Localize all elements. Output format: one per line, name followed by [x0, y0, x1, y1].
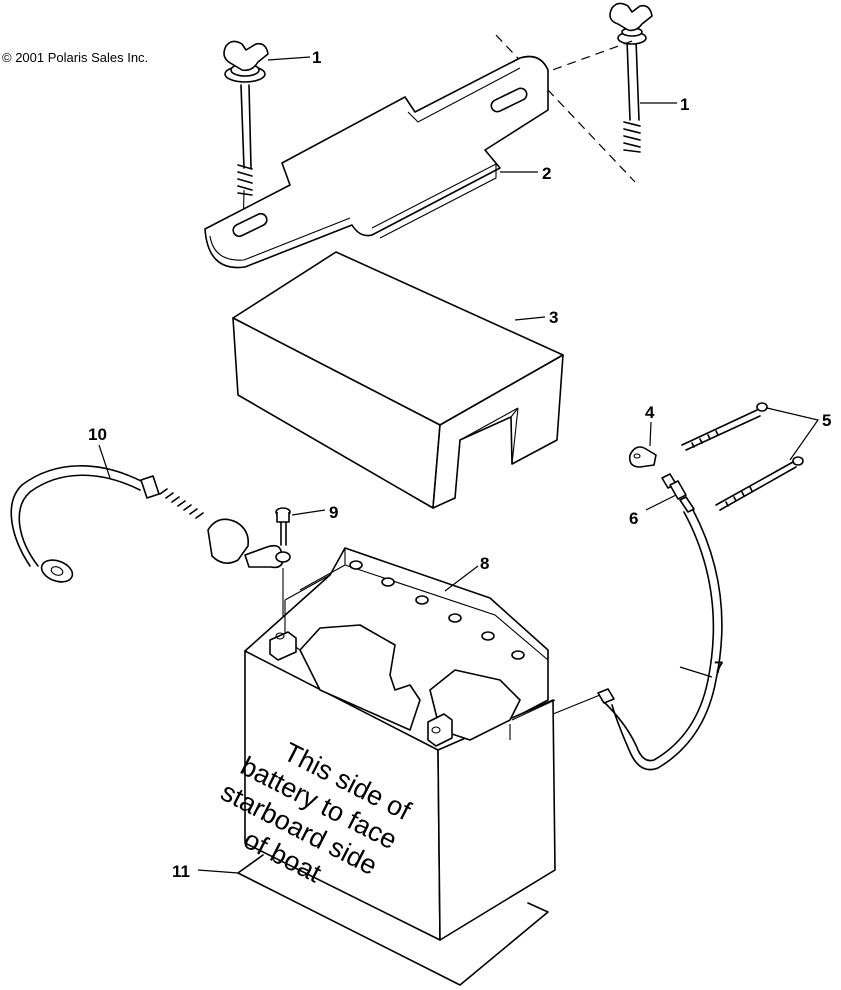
- callout-1-left: 1: [312, 48, 321, 67]
- callout-9: 9: [329, 503, 338, 522]
- battery-terminal-positive: [427, 713, 453, 747]
- part-3-battery-cover: [232, 251, 564, 509]
- callout-11: 11: [172, 862, 190, 881]
- copyright-notice: © 2001 Polaris Sales Inc.: [2, 50, 149, 65]
- part-9-terminal-bolt: [275, 507, 326, 628]
- part-1-wing-bolt-left: [223, 40, 311, 236]
- part-8-battery: This side of battery to face starboard s…: [216, 547, 556, 941]
- callout-10: 10: [88, 425, 107, 444]
- callout-4: 4: [645, 403, 655, 422]
- part-6-vent-fitting: [645, 473, 695, 513]
- part-10-battery-cable: [10, 444, 291, 583]
- callout-3: 3: [549, 308, 558, 327]
- part-5-cable-ties: [681, 402, 819, 511]
- callout-6: 6: [629, 509, 638, 528]
- callout-2: 2: [542, 164, 551, 183]
- callout-5: 5: [822, 411, 831, 430]
- part-7-vent-tube: [552, 509, 723, 771]
- part-11-battery-pad: [197, 854, 549, 986]
- part-4-vent-elbow: [628, 421, 657, 468]
- callout-7: 7: [714, 658, 723, 677]
- callout-8: 8: [480, 554, 489, 573]
- callouts: 1 1 2 3 4 5 6 7 8 9 10 11: [88, 48, 831, 881]
- battery-cell-caps: [349, 560, 525, 660]
- part-2-hold-down-bracket: [204, 55, 549, 269]
- callout-1-right: 1: [680, 95, 689, 114]
- battery-terminal-negative: [269, 631, 297, 661]
